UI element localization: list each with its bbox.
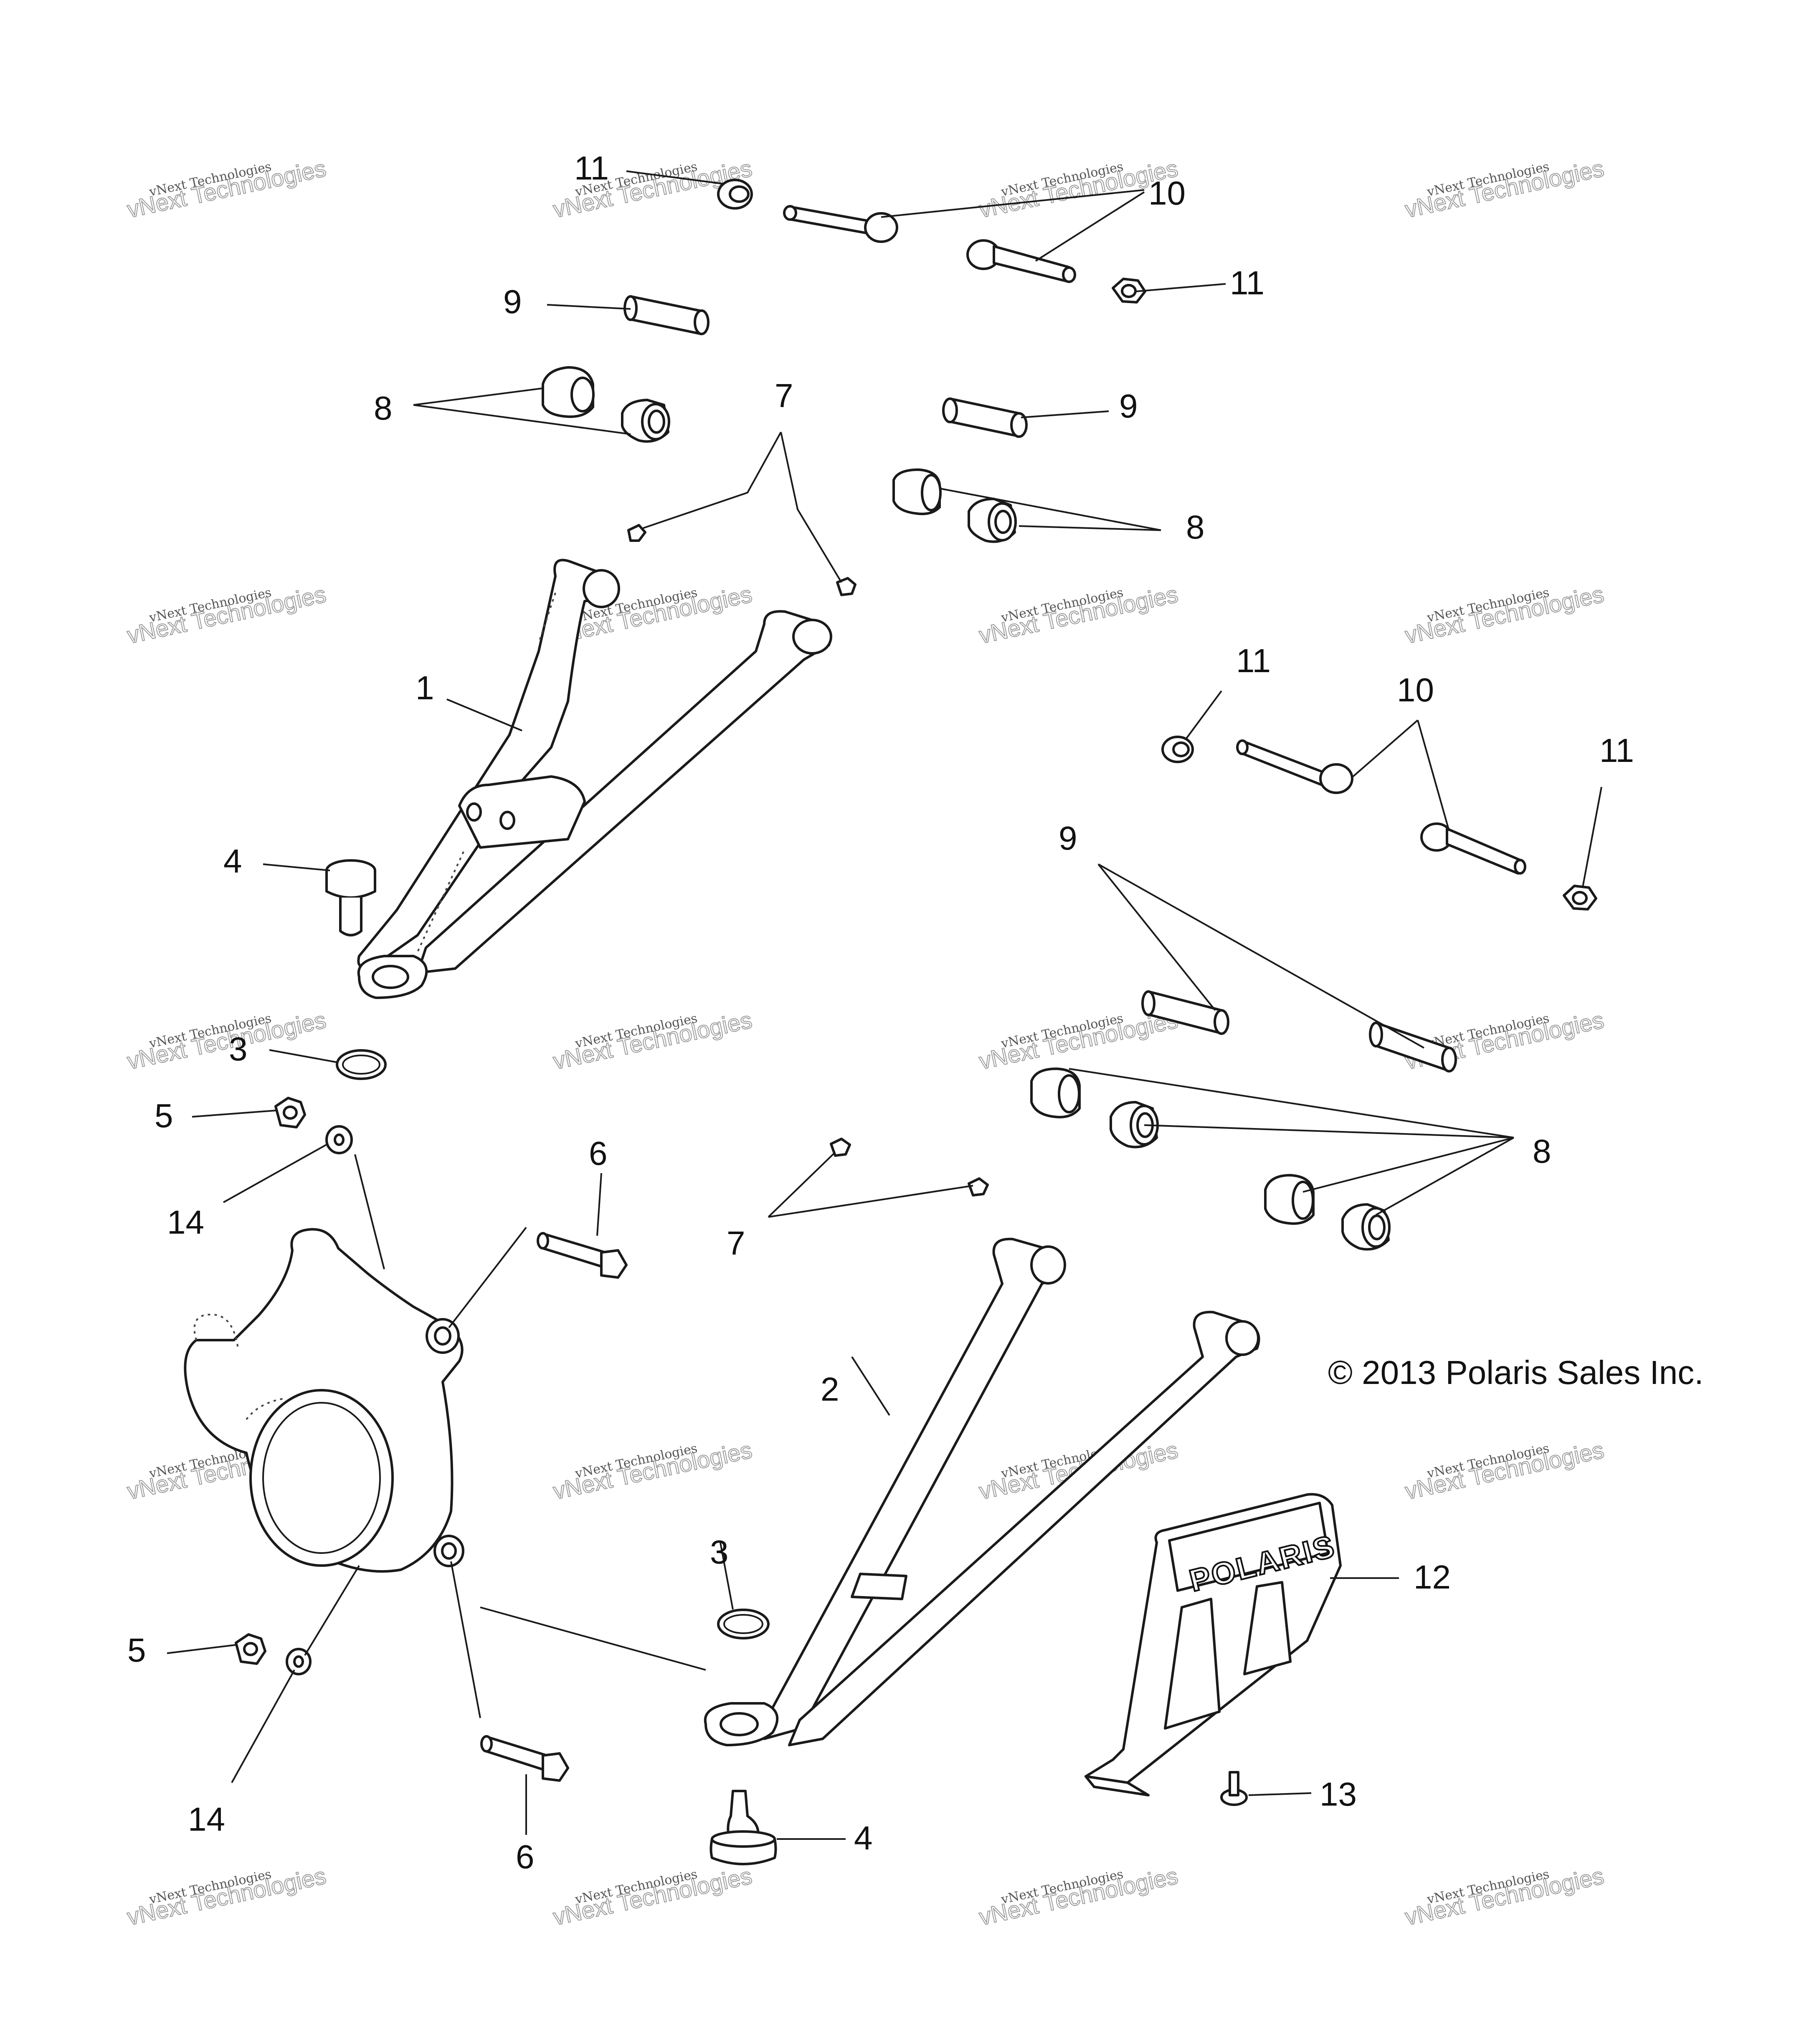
bolt-mid-2	[1420, 822, 1526, 875]
bushing-top-left-2	[621, 399, 670, 443]
snap-ring-lower	[717, 1609, 770, 1639]
callout-1: 1	[416, 669, 434, 706]
callout-4: 4	[223, 842, 242, 880]
grease-fitting-top-2	[836, 577, 856, 596]
bushing-top-left-1	[542, 366, 595, 418]
washer-upper	[325, 1125, 353, 1154]
leader-lines	[167, 170, 1602, 1840]
callout-9: 9	[1059, 820, 1077, 857]
lower-a-arm	[704, 1237, 1260, 1746]
callout-11: 11	[574, 149, 609, 187]
ball-joint-upper	[325, 859, 376, 936]
sleeve-top-right	[942, 397, 1028, 438]
callout-numbers: 11 10 11 9 8 7 9 8 1 11 10 11 4 9 3 5 14…	[127, 149, 1634, 1875]
callout-2: 2	[821, 1371, 839, 1408]
copyright-notice: © 2013 Polaris Sales Inc.	[1328, 1354, 1703, 1391]
steering-knuckle	[184, 1228, 464, 1573]
callout-7: 7	[727, 1224, 745, 1262]
sleeve-mid-2	[1369, 1022, 1457, 1073]
callout-11: 11	[1599, 732, 1634, 769]
callout-8: 8	[1533, 1133, 1551, 1170]
bushing-mid-3	[1264, 1174, 1315, 1225]
callout-10: 10	[1397, 671, 1434, 708]
callout-12: 12	[1414, 1558, 1451, 1596]
callout-14: 14	[167, 1204, 204, 1241]
callout-6: 6	[516, 1838, 535, 1875]
flange-nut-top-left	[717, 179, 753, 210]
bushing-mid-1	[1030, 1068, 1081, 1118]
callout-10: 10	[1148, 175, 1186, 212]
snap-ring-upper	[336, 1049, 387, 1080]
upper-a-arm	[357, 559, 832, 999]
grease-fitting-lower-2	[968, 1177, 989, 1197]
castle-nut-lower	[235, 1633, 266, 1665]
callout-5: 5	[127, 1632, 146, 1669]
sleeve-mid-1	[1141, 990, 1229, 1035]
callout-13: 13	[1320, 1776, 1357, 1813]
callout-3: 3	[229, 1030, 248, 1068]
castle-nut-upper	[274, 1097, 306, 1128]
bushing-top-right-2	[968, 498, 1017, 543]
callout-4: 4	[854, 1819, 873, 1857]
washer-lower	[286, 1648, 312, 1675]
callout-9: 9	[503, 283, 522, 320]
ball-joint-lower	[709, 1790, 777, 1865]
callout-5: 5	[155, 1097, 173, 1134]
callout-6: 6	[589, 1135, 608, 1172]
bolt-top-1	[783, 205, 898, 243]
bushing-top-right-1	[892, 468, 942, 515]
skid-plate	[1085, 1493, 1342, 1796]
callout-7: 7	[775, 377, 793, 414]
callout-11: 11	[1230, 264, 1264, 301]
bolt-top-2	[966, 239, 1076, 283]
sleeve-top-left	[623, 295, 709, 335]
bolt-mid-1	[1236, 739, 1353, 794]
skid-plate-bolt	[1220, 1771, 1248, 1806]
flange-nut-mid-left	[1161, 736, 1194, 763]
grease-fitting-top-1	[627, 524, 646, 542]
bushing-mid-4	[1341, 1203, 1391, 1251]
callout-3: 3	[710, 1533, 729, 1571]
callout-8: 8	[1186, 508, 1205, 546]
flange-nut-mid-right	[1563, 885, 1597, 911]
callout-9: 9	[1119, 387, 1138, 425]
bolt-knuckle-upper	[537, 1232, 628, 1279]
callout-11: 11	[1236, 642, 1271, 679]
callout-14: 14	[188, 1801, 225, 1838]
bolt-knuckle-lower	[480, 1735, 569, 1782]
callout-8: 8	[374, 390, 393, 427]
